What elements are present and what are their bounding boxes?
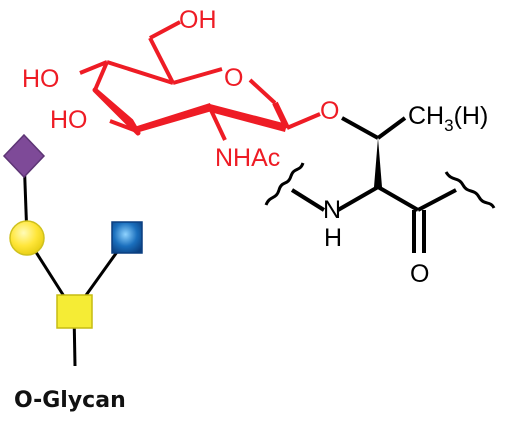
- ca-cb-wedge: [374, 138, 382, 187]
- galnac-square-icon: [56, 294, 93, 329]
- glycosidic-bond: [286, 112, 321, 130]
- ring-bond-bold: [210, 104, 287, 132]
- snfg-glycan-symbol: [2, 133, 143, 367]
- c6-oh-bond: [149, 20, 181, 40]
- ca-carbonyl-bond: [377, 185, 419, 212]
- carbonyl-oxygen-label: O: [410, 260, 429, 288]
- side-chain-label: CH3(H): [408, 102, 488, 135]
- ring-oxygen-label: O: [224, 64, 243, 92]
- amide-hydrogen-label: H: [324, 224, 342, 252]
- ring-bond: [106, 60, 174, 85]
- amide-nitrogen-label: N: [323, 196, 341, 224]
- c6-hydroxyl-label: OH: [179, 6, 217, 34]
- c4-hydroxyl-label: HO: [22, 65, 60, 93]
- nhac-label: NHAc: [215, 144, 280, 172]
- ring-bond-bold: [134, 103, 212, 133]
- c2-nhac-bond: [208, 107, 227, 141]
- galnac-chair-structure: OH HO HO O NHAc O: [22, 6, 339, 172]
- wavy-chain-break-icon: [444, 171, 496, 209]
- sialic-acid-diamond-icon: [2, 133, 46, 179]
- c3-hydroxyl-label: HO: [50, 106, 88, 134]
- amino-acid-residue: CH3(H) N H O: [264, 102, 496, 288]
- ring-bond-wedge: [92, 87, 141, 136]
- o-cb-bond: [341, 116, 379, 140]
- cb-methyl-bond: [376, 116, 407, 140]
- n-backbone-bond: [290, 188, 326, 212]
- glcnac-square-icon: [111, 221, 143, 254]
- c5-c6-bond: [148, 37, 175, 84]
- galactose-circle-icon: [9, 220, 45, 256]
- c3-oh-bond: [109, 119, 135, 132]
- ring-bond: [248, 78, 277, 105]
- wavy-chain-break-icon: [264, 162, 305, 206]
- ring-bond: [172, 67, 223, 85]
- figure-caption: O-Glycan: [14, 388, 126, 413]
- glycosidic-oxygen-label: O: [320, 97, 339, 125]
- c4-oh-bond: [79, 60, 108, 75]
- carbonyl-backbone-bond: [417, 188, 457, 212]
- ring-bond: [93, 61, 109, 91]
- ca-n-bond: [337, 185, 379, 212]
